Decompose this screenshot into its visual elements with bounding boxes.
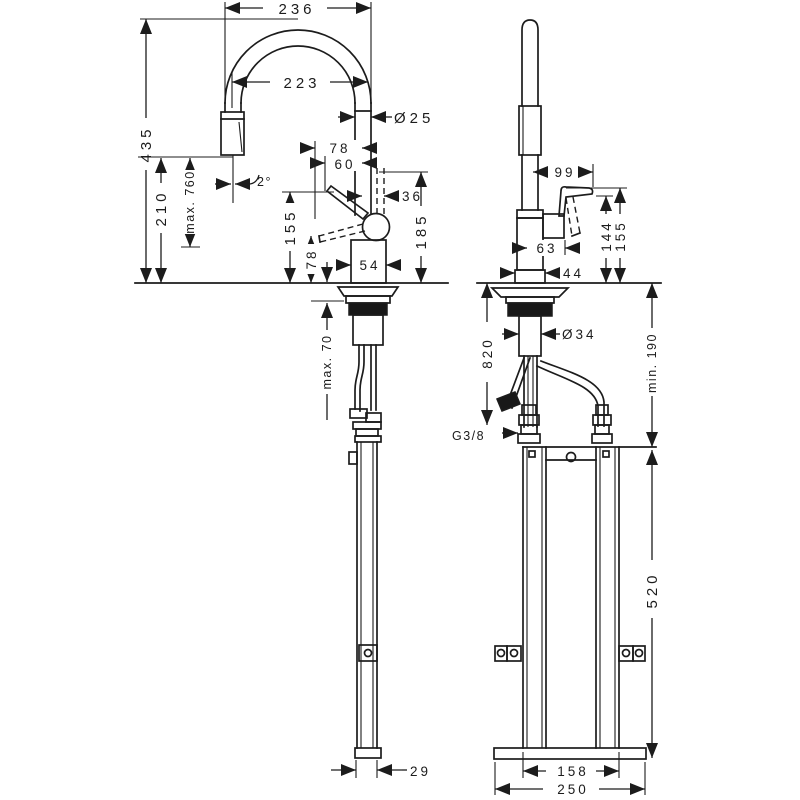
dim-label-520: 520 [644, 571, 661, 608]
handle-lever-lowered-dashed [318, 223, 366, 243]
dim-pipe-diameter: Ø25 [338, 110, 434, 127]
dim-base-width: 54 [336, 257, 401, 273]
dim-counter-thickness: max. 70 [311, 262, 344, 420]
dim-baseplate-width: 250 [494, 762, 646, 797]
dim-spray-angle: 2° [215, 174, 272, 190]
dim-label-236: 236 [278, 1, 315, 18]
spray-head [220, 111, 245, 203]
handle-lever-side-dashed [565, 196, 582, 238]
side-under-counter-assembly [489, 287, 613, 444]
spout-outer-arc [224, 29, 372, 104]
supply-hose-curve [535, 364, 599, 427]
dim-label-29: 29 [410, 764, 431, 779]
dim-bracket-width: 158 [522, 752, 620, 779]
dim-label-60: 60 [334, 157, 355, 172]
dim-base-depth: 44 [500, 266, 584, 281]
faucet-base-side [514, 269, 546, 284]
dim-label-210: 210 [153, 189, 170, 226]
handle-housing-side [542, 213, 565, 239]
spout-column-side [521, 19, 539, 107]
dim-label-250: 250 [557, 782, 589, 797]
dim-handle-underside-height: 144 [596, 195, 614, 283]
dim-label-158: 158 [557, 764, 589, 779]
dim-shank-diameter: Ø34 [502, 327, 597, 342]
handle-pivot-ball [361, 212, 391, 242]
dim-bracket-depth: 29 [331, 760, 431, 779]
dim-handle-reach-lowered: 60 [310, 156, 377, 191]
dim-arc-width: 236 [224, 0, 372, 103]
dim-label-54: 54 [359, 258, 380, 273]
dim-handle-tip-height: 155 [282, 191, 334, 283]
dim-handle-reach-raised: 78 [300, 140, 377, 219]
dim-label-d25: Ø25 [394, 110, 434, 127]
dim-pullout-length: max. 760 [181, 158, 200, 248]
dim-clearance-below: min. 190 [644, 283, 660, 447]
dim-handle-lowered-height: 78 [303, 236, 319, 283]
dim-label-78-upper: 78 [329, 141, 350, 156]
dim-label-155-front: 155 [282, 208, 299, 245]
dim-hose-length: 820 [479, 283, 495, 425]
dim-label-155-side: 155 [613, 220, 628, 252]
dim-label-435: 435 [138, 125, 155, 162]
pullout-hose-weight [496, 391, 521, 412]
dim-label-99: 99 [554, 165, 575, 180]
dim-label-144: 144 [599, 220, 614, 252]
dim-label-g38: G3/8 [452, 429, 485, 443]
dim-handle-top-height: 155 [566, 187, 628, 283]
dim-label-36: 36 [402, 189, 423, 204]
dim-overall-height: 435 [138, 18, 298, 283]
front-bracket-column [348, 435, 382, 759]
dim-bracket-height: 520 [644, 450, 661, 758]
side-bracket-frame [493, 446, 657, 760]
side-view-faucet [476, 19, 662, 760]
dim-label-223: 223 [283, 75, 320, 92]
dim-outlet-offset: 36 [347, 168, 423, 214]
dim-label-63: 63 [536, 241, 557, 256]
dim-label-max760: max. 760 [183, 170, 197, 233]
handle-lever-front [325, 184, 370, 221]
dim-label-820: 820 [480, 337, 495, 369]
dim-label-d34: Ø34 [562, 327, 597, 342]
front-under-counter-assembly [336, 286, 400, 437]
dim-arc-inner-width: 223 [231, 72, 368, 108]
dim-handle-projection: 63 [512, 240, 580, 256]
front-view-faucet [134, 29, 449, 759]
dim-label-185: 185 [413, 212, 430, 249]
dim-swivel-height: 185 [379, 171, 430, 283]
dim-handle-length: 99 [533, 164, 594, 187]
dim-label-44: 44 [563, 266, 584, 281]
dim-outlet-height: 210 [138, 156, 233, 283]
dim-label-2deg: 2° [257, 175, 272, 189]
dim-supply-thread: G3/8 [452, 427, 518, 443]
frame-hole [565, 451, 577, 463]
dim-label-78-lower: 78 [304, 248, 319, 269]
bracket-baseplate [493, 747, 647, 760]
dim-label-min190: min. 190 [645, 333, 659, 393]
dim-label-max70: max. 70 [320, 335, 334, 390]
